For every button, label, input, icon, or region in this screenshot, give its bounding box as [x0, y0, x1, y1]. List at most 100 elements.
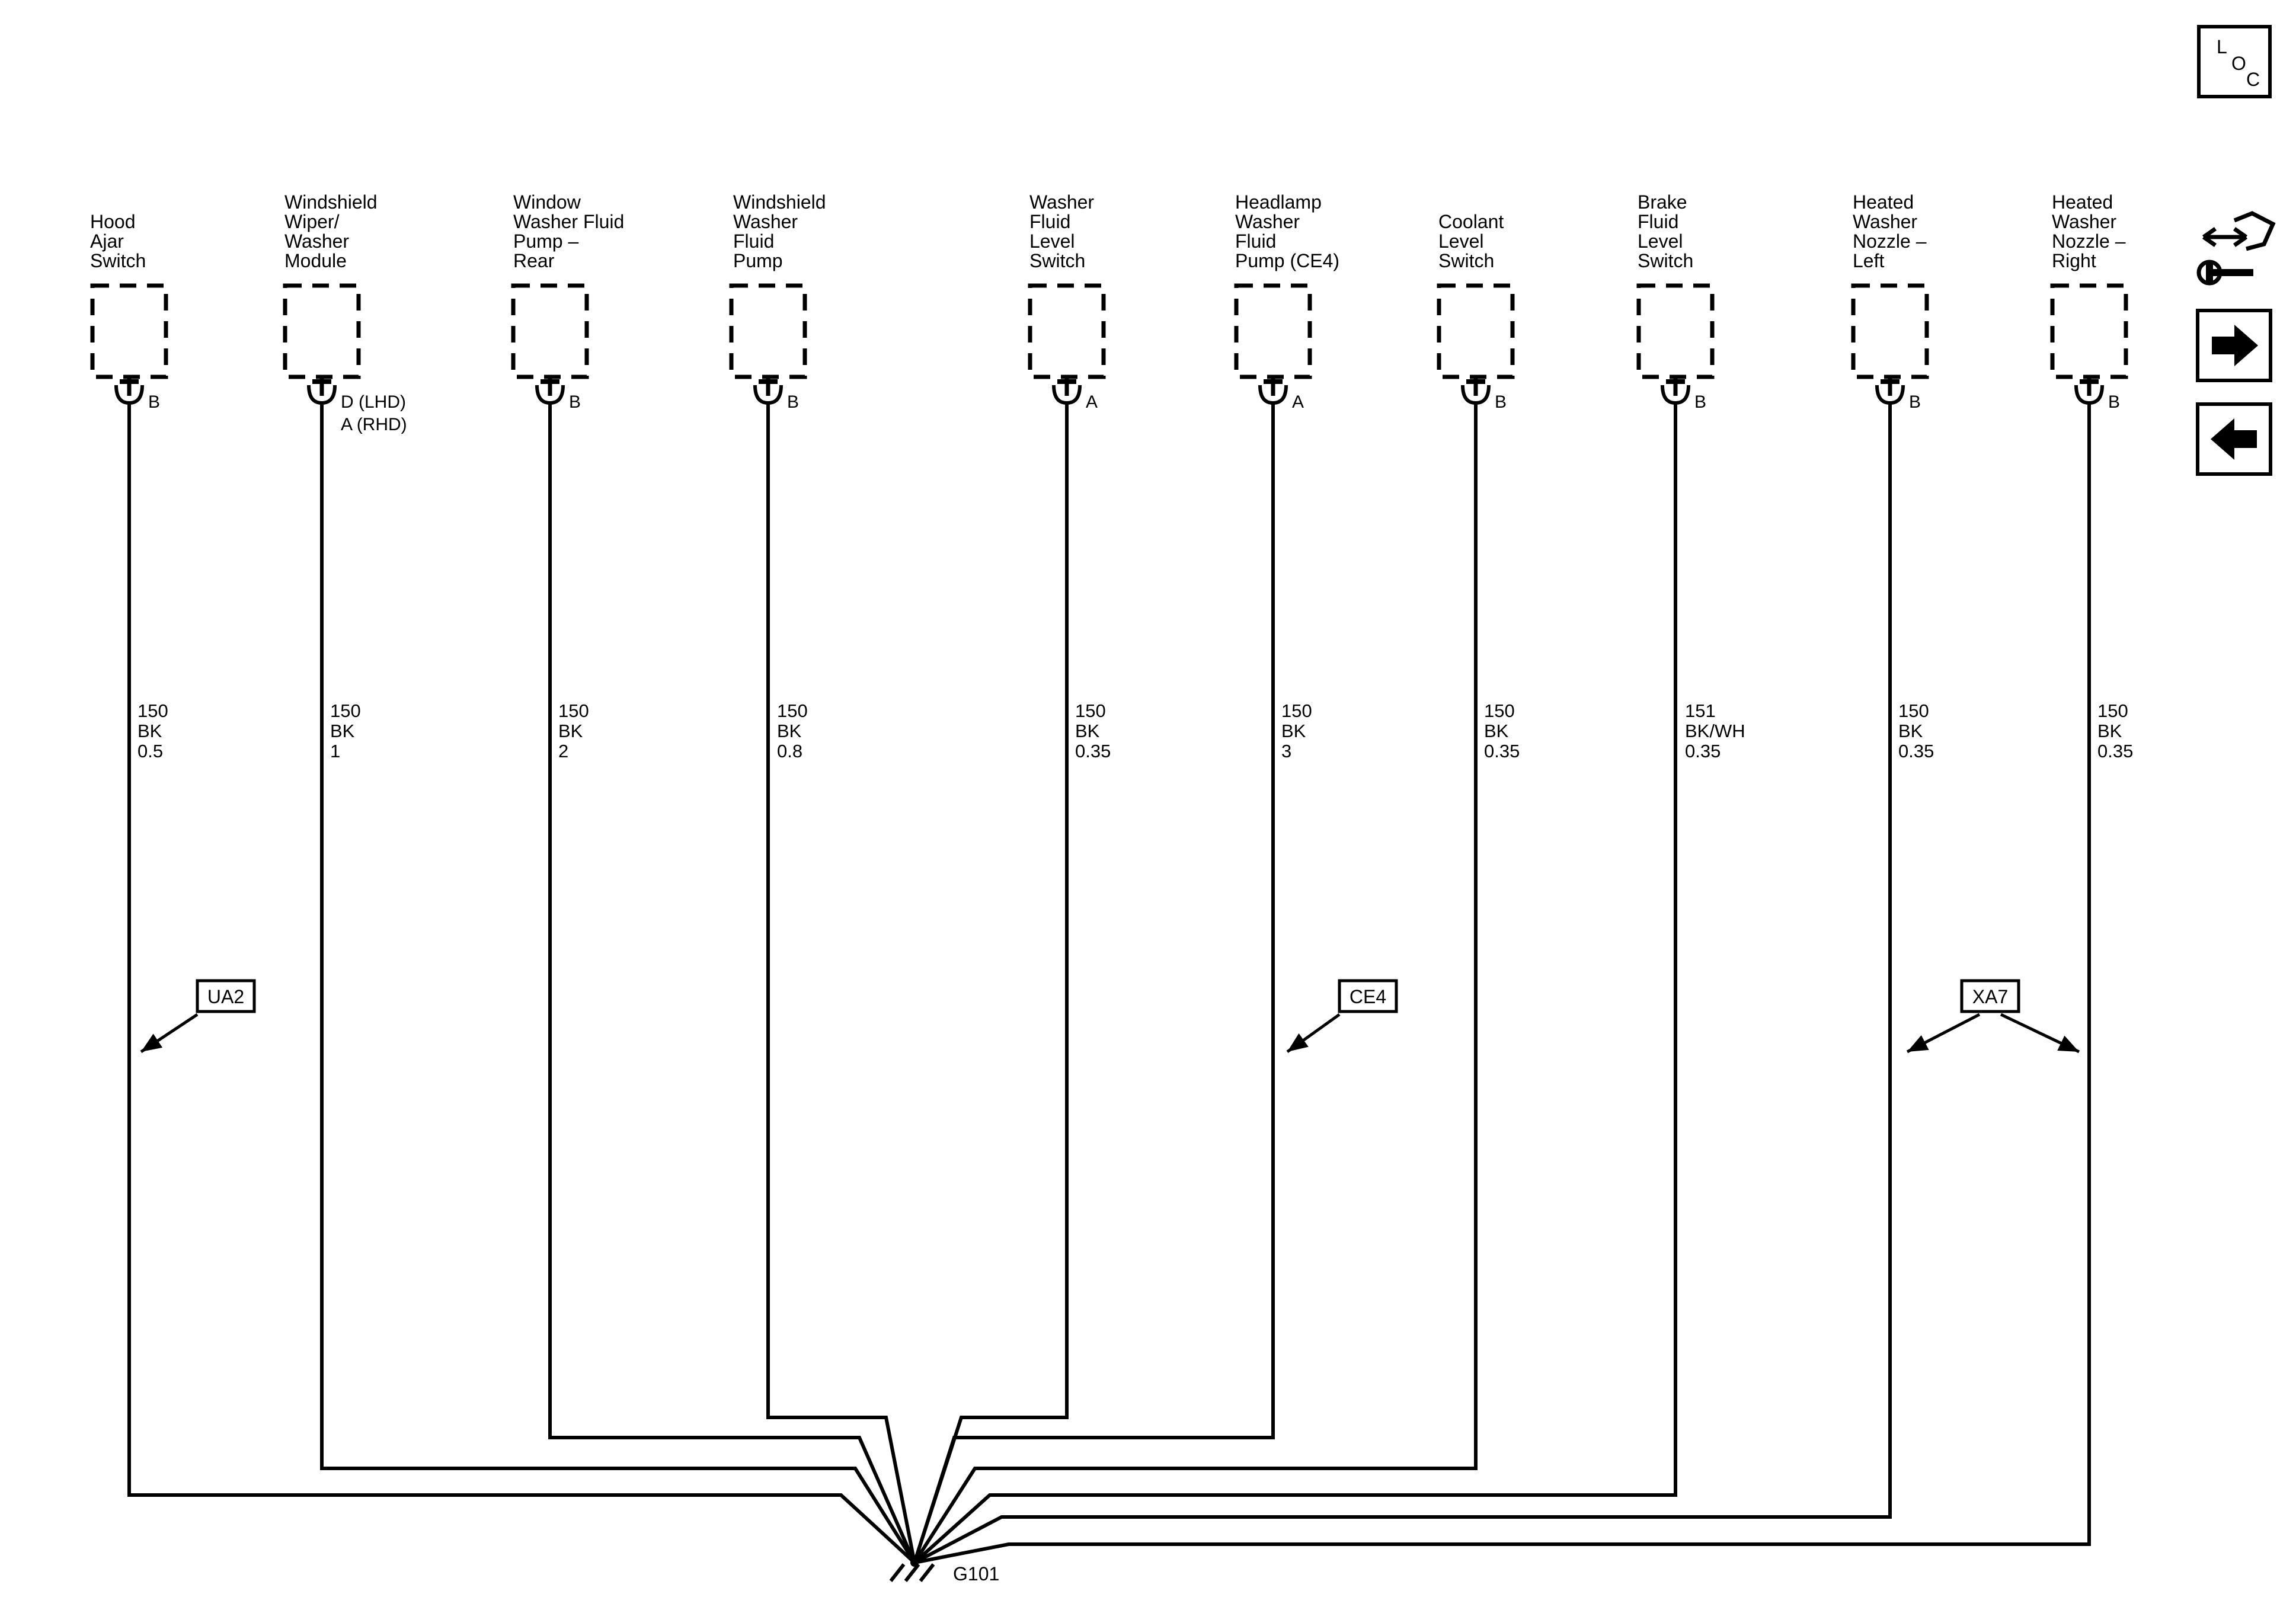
ground-symbol-icon: [889, 1563, 906, 1582]
wire-label-line: BK: [1281, 721, 1306, 741]
ground-wire: [914, 403, 2091, 1564]
ground-wire: [320, 403, 916, 1564]
connector-pin-body: [1466, 379, 1485, 384]
component-name-line: Level: [1029, 231, 1075, 252]
component-box: [2050, 283, 2128, 379]
wire-label-line: 150: [1484, 700, 1515, 721]
component-name-line: Ajar: [90, 231, 124, 252]
loc-icon[interactable]: LOC: [2197, 25, 2272, 98]
component-name-line: Windshield: [733, 191, 826, 213]
wire-label-line: 0.5: [137, 741, 163, 761]
next-page-button[interactable]: [2196, 309, 2272, 382]
pin-label: B: [569, 392, 581, 412]
option-tag-2: CE4: [1286, 979, 1398, 1054]
wire-label-line: 0.35: [1685, 741, 1721, 761]
wire-label-line: 150: [1281, 700, 1312, 721]
option-tag-label: XA7: [1972, 986, 2008, 1007]
component-name-line: Right: [2052, 250, 2096, 271]
component-name-line: Washer: [1235, 211, 1300, 232]
component-box: [283, 283, 361, 379]
component-name-line: Brake: [1638, 191, 1687, 213]
wire-label-line: 150: [137, 700, 168, 721]
ground-label: G101: [953, 1563, 999, 1585]
component-box: [1028, 283, 1106, 379]
wire-label-line: 150: [558, 700, 589, 721]
pin-label: B: [1495, 392, 1507, 412]
component-name-line: Window: [513, 191, 581, 213]
pin-label: D (LHD): [341, 392, 406, 412]
option-tag-label: CE4: [1350, 986, 1386, 1007]
component-box: [1437, 283, 1515, 379]
arrowhead-icon: [1287, 1033, 1309, 1052]
component-name-line: Pump (CE4): [1235, 250, 1339, 271]
component-name-line: Washer: [1853, 211, 1917, 232]
arrowhead-icon: [1907, 1035, 1929, 1052]
arrowhead-icon: [2057, 1035, 2079, 1052]
ground-wire: [913, 403, 1069, 1563]
component-box: [90, 283, 168, 379]
wrench-icon: [2206, 261, 2253, 284]
component-name-line: Pump: [733, 250, 783, 271]
connector-tool-icon[interactable]: [2196, 211, 2276, 286]
wire-label-line: 150: [777, 700, 808, 721]
option-tags: UA2 CE4 XA7: [140, 979, 2080, 1054]
ground-wire: [913, 403, 1677, 1564]
ground-wire: [127, 403, 916, 1564]
connector-pin-body: [1057, 379, 1076, 384]
component-name-line: Fluid: [733, 231, 774, 252]
ground-symbol-icon: [904, 1563, 920, 1582]
previous-page-button[interactable]: [2196, 402, 2272, 476]
ground-g101: G101: [889, 1558, 999, 1585]
component-name-line: Washer: [733, 211, 798, 232]
wire-label-line: BK: [1484, 721, 1509, 741]
wire-label-line: 2: [558, 741, 568, 761]
wire-label-line: 150: [330, 700, 361, 721]
component-name-line: Switch: [1438, 250, 1494, 271]
component-box: [729, 283, 807, 379]
component-name-line: Switch: [1638, 250, 1693, 271]
ground-symbol-icon: [919, 1563, 935, 1582]
component-name-line: Nozzle –: [2052, 231, 2126, 252]
component-name-line: Headlamp: [1235, 191, 1322, 213]
component-name-line: Heated: [1853, 191, 1914, 213]
loc-letter: L: [2217, 36, 2227, 57]
ground-wire: [913, 403, 1275, 1563]
component-name-line: Fluid: [1638, 211, 1678, 232]
wire-label-line: 0.35: [2097, 741, 2133, 761]
wire-label-line: BK/WH: [1685, 721, 1745, 741]
option-tag-3: XA7: [1906, 979, 2080, 1054]
option-tag-box: [1960, 979, 2020, 1013]
component-name-line: Hood: [90, 211, 136, 232]
option-tag-1: UA2: [140, 979, 256, 1054]
component-box: [1234, 283, 1312, 379]
plug-outline-icon: [2233, 211, 2276, 251]
component-name-line: Fluid: [1029, 211, 1070, 232]
arrow-right-icon: [2212, 325, 2258, 366]
ground-wire: [913, 403, 1892, 1564]
pin-label: B: [148, 392, 160, 412]
wire-label-line: 151: [1685, 700, 1716, 721]
connector-pin-body: [759, 379, 778, 384]
arrow-left-icon: [2211, 418, 2257, 460]
pin-label: B: [2108, 392, 2120, 412]
component-name-line: Switch: [1029, 250, 1085, 271]
component-name-line: Pump –: [513, 231, 578, 252]
wire-label-line: 0.35: [1484, 741, 1520, 761]
component-name-line: Nozzle –: [1853, 231, 1927, 252]
pin-label: B: [1694, 392, 1706, 412]
wire-label-line: 150: [1075, 700, 1106, 721]
wire-label-line: 0.8: [777, 741, 802, 761]
arrowhead-icon: [141, 1033, 163, 1052]
double-arrow-icon: [2202, 227, 2248, 247]
wire-label-line: 150: [2097, 700, 2128, 721]
loc-letter: C: [2246, 69, 2260, 90]
ground-wire: [548, 403, 916, 1564]
pin-label: B: [1909, 392, 1921, 412]
wire-label-line: 150: [1898, 700, 1929, 721]
